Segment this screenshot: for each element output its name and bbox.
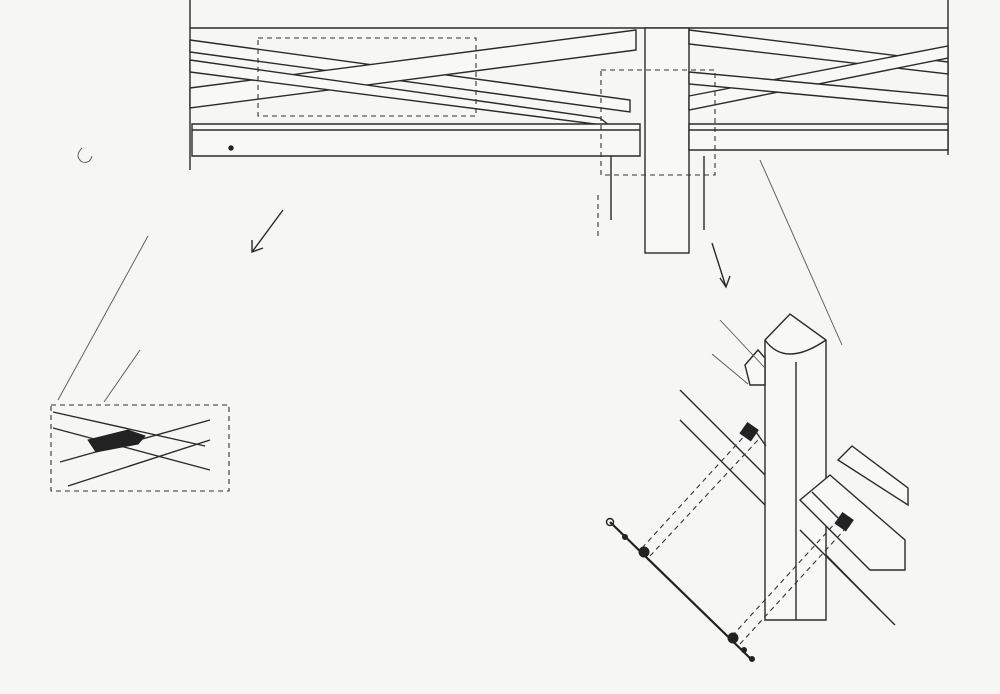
callout-box-brace bbox=[257, 37, 477, 117]
leader-arrows bbox=[57, 159, 843, 403]
projection-dash-3 bbox=[731, 519, 839, 637]
iso-line-1 bbox=[719, 319, 766, 369]
iso-beam-left-b bbox=[679, 419, 766, 506]
right-brace-a bbox=[688, 29, 949, 75]
projection-dash-4 bbox=[739, 527, 847, 645]
projection-dash-2 bbox=[649, 439, 759, 557]
central-post bbox=[644, 27, 690, 254]
iso-post-cap bbox=[764, 339, 827, 355]
arrow-left-shaft bbox=[251, 209, 284, 253]
bracket-upper-icon bbox=[739, 421, 759, 442]
right-brace-c bbox=[688, 71, 949, 109]
splice-brace-a-bottom bbox=[52, 427, 211, 471]
bolt-mark bbox=[228, 145, 234, 151]
iso-right-top bbox=[836, 445, 909, 507]
bracket-lower-strap bbox=[811, 491, 839, 519]
arrow-right-shaft bbox=[711, 242, 727, 288]
arrow-right-head bbox=[719, 275, 731, 289]
projection-line-left bbox=[57, 235, 149, 401]
left-brace-b bbox=[189, 29, 637, 109]
washer-icon-lower bbox=[749, 656, 755, 662]
bolt-head-icon bbox=[638, 546, 650, 558]
iso-beam-left-a bbox=[679, 389, 766, 476]
iso-right-block bbox=[798, 474, 906, 571]
lower-beam-left bbox=[191, 123, 641, 157]
nut-icon-lower bbox=[741, 647, 747, 653]
washer-icon bbox=[605, 517, 615, 527]
splice-brace-a-top bbox=[52, 411, 206, 447]
right-brace-b bbox=[688, 45, 949, 111]
detail-box-left bbox=[50, 404, 230, 492]
truss-elevation bbox=[189, 0, 949, 254]
detail-post-connection bbox=[605, 313, 909, 662]
lower-beam-right bbox=[688, 123, 949, 151]
bracket-upper-strap bbox=[755, 431, 767, 447]
callout-box-post bbox=[600, 69, 716, 176]
detail-brace-splice bbox=[50, 404, 230, 492]
pencil-mark bbox=[77, 147, 93, 163]
bolt-head-icon-lower bbox=[727, 632, 739, 644]
iso-top-block bbox=[744, 348, 766, 386]
bracket-lower-icon bbox=[834, 511, 854, 532]
projection-dash-1 bbox=[641, 431, 749, 549]
iso-line-2 bbox=[711, 353, 749, 385]
brace-plate-icon bbox=[87, 429, 146, 453]
projection-line-right bbox=[759, 159, 843, 346]
nut-icon bbox=[622, 534, 628, 540]
iso-beam-right-b bbox=[825, 554, 881, 611]
arrow-left-head bbox=[251, 240, 264, 253]
splice-brace-b-bottom bbox=[67, 439, 211, 487]
projection-line-left-2 bbox=[103, 349, 141, 403]
